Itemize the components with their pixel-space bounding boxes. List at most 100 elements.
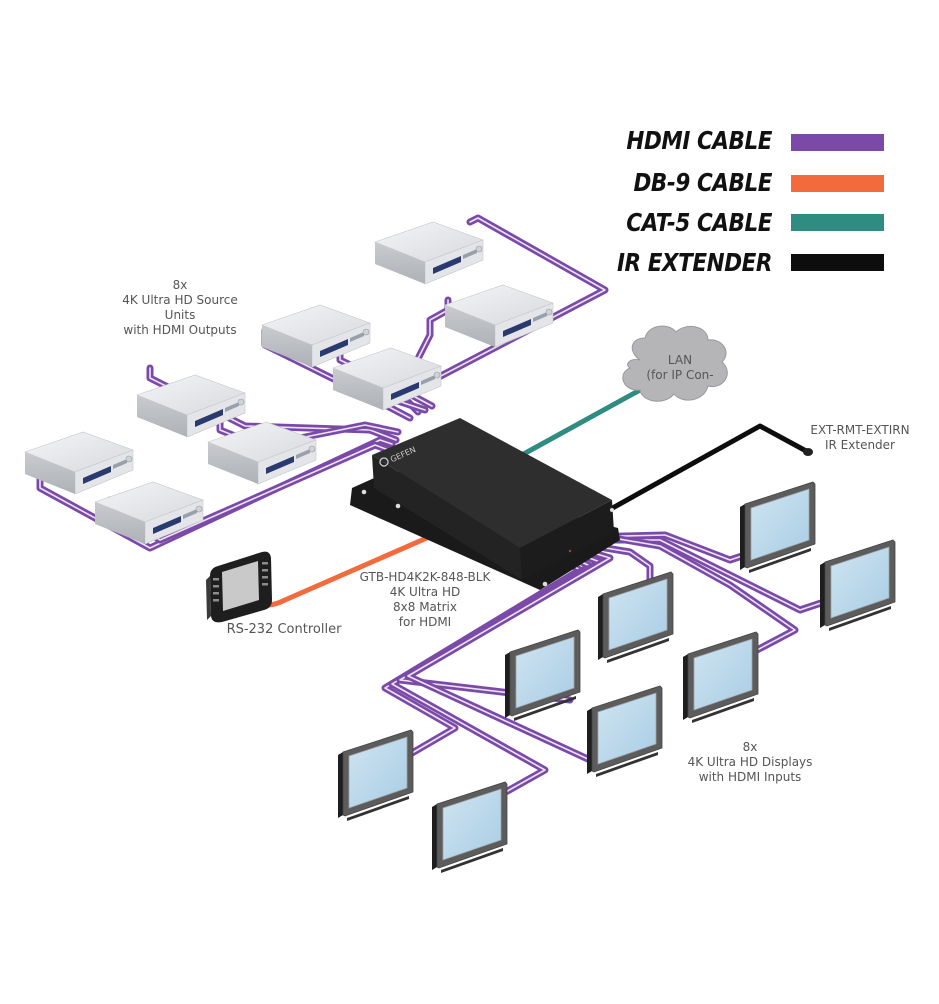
source-unit [374,221,484,285]
hdmi-cable-highlight [149,367,397,441]
display-bezel-side [598,594,603,660]
source-unit-knob [433,371,441,379]
display-unit [338,729,414,821]
display-bezel-side [740,504,745,570]
display-bezel-side [820,562,825,628]
source-unit-side [95,502,145,544]
display-base [749,548,811,573]
matrix-caption-line: GTB-HD4K2K-848-BLK [359,570,491,584]
controller-caption: RS-232 Controller [226,622,342,637]
source-unit-display [83,466,111,484]
display-screen [693,638,753,711]
sources-caption: 8x 4K Ultra HD Source Units with HDMI Ou… [100,278,260,338]
hdmi-cable-highlight [589,533,796,681]
source-unit-side [262,325,312,367]
source-unit-side [25,452,75,494]
sources-caption-line: with HDMI Outputs [123,323,237,337]
source-unit [94,481,204,545]
ir-extender-sensor [803,448,813,456]
source-unit [444,284,554,348]
display-screen [442,788,502,861]
legend-swatch-db9 [791,175,884,192]
display-bezel-side [505,652,510,718]
display-units [338,481,896,873]
source-unit [261,304,371,368]
legend-label-cat5: CAT-5 CABLE [626,208,772,237]
source-unit-buttons [533,312,547,322]
source-unit-display [503,319,531,337]
legend-swatch-hdmi [791,134,884,151]
source-unit-side [333,368,383,410]
display-screen [515,636,575,709]
source-unit-side [208,442,258,484]
matrix-caption: GTB-HD4K2K-848-BLK 4K Ultra HD 8x8 Matri… [340,570,510,630]
display-base [829,606,891,631]
source-unit [332,347,442,411]
display-screen [750,488,810,561]
ir-caption-line: EXT-RMT-EXTIRN [810,423,910,437]
hdmi-cable-highlight [394,217,606,411]
display-screen [597,692,657,765]
source-unit-knob [237,398,245,406]
source-unit-buttons [350,332,364,342]
lan-caption-line: (for IP Con- [646,368,714,382]
legend-label-ir: IR EXTENDER [616,248,772,277]
display-unit [820,539,896,631]
source-unit-display [391,382,419,400]
lan-caption-line: LAN [667,353,693,367]
ir-extender-caption: EXT-RMT-EXTIRN IR Extender [800,423,920,453]
source-unit-side [137,395,187,437]
cat5-cable [517,387,643,459]
matrix-switcher-device: GEFEN [350,418,620,590]
matrix-caption-line: 4K Ultra HD [389,585,461,599]
ir-caption-line: IR Extender [824,438,895,452]
display-unit [683,631,759,723]
sources-caption-line: Units [164,308,196,322]
display-base [441,848,503,873]
display-unit [740,481,816,573]
source-unit [24,431,134,495]
source-unit [136,374,246,438]
display-bezel-side [587,708,592,774]
legend-swatch-cat5 [791,214,884,231]
source-unit-buttons [183,509,197,519]
source-units [24,221,554,545]
source-unit-side [445,305,495,347]
display-screen [830,546,890,619]
sources-caption-line: 8x [172,278,188,292]
source-unit [207,421,317,485]
source-unit-knob [475,245,483,253]
source-unit-buttons [113,459,127,469]
source-unit-buttons [296,449,310,459]
source-unit-buttons [463,249,477,259]
source-unit-knob [125,455,133,463]
source-unit-knob [308,445,316,453]
source-unit-display [195,409,223,427]
sources-caption-line: 4K Ultra HD Source [122,293,238,307]
display-base [607,638,669,663]
displays-caption-line: 8x [742,740,758,754]
display-unit [587,685,663,777]
display-base [596,752,658,777]
legend-swatch-ir [791,254,884,271]
source-unit-knob [195,505,203,513]
displays-caption-line: with HDMI Inputs [698,770,802,784]
source-unit-knob [362,328,370,336]
matrix-caption-line: for HDMI [398,615,452,629]
display-bezel-side [338,752,343,818]
source-unit-display [433,256,461,274]
display-unit [505,629,581,721]
source-unit-side [375,242,425,284]
source-unit-knob [545,308,553,316]
display-bezel-side [683,654,688,720]
source-unit-display [266,456,294,474]
source-unit-buttons [421,375,435,385]
display-base [692,698,754,723]
legend-label-db9: DB-9 CABLE [633,168,772,197]
source-unit-display [153,516,181,534]
matrix-caption-line: 8x8 Matrix [393,600,457,614]
displays-caption-line: 4K Ultra HD Displays [687,755,813,769]
source-unit-display [320,339,348,357]
